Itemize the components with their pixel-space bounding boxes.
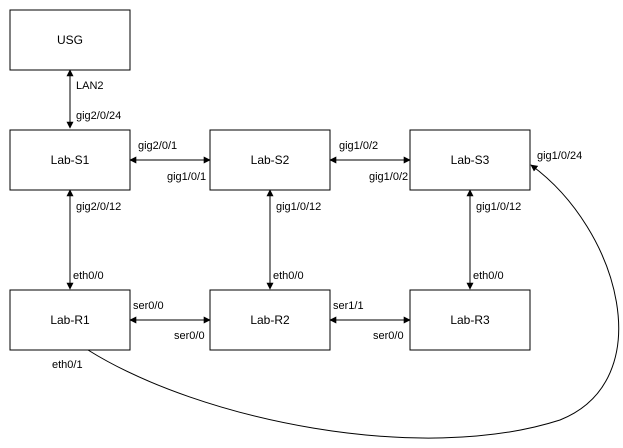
port-label-r1-eth0-0: eth0/0 <box>73 270 104 282</box>
node-lab-s1[interactable]: Lab-S1 <box>9 129 131 191</box>
node-label: Lab-R3 <box>450 313 490 327</box>
node-label: Lab-S2 <box>251 153 290 167</box>
port-label-s1-gig2-0-1: gig2/0/1 <box>138 140 177 152</box>
port-label-r3-eth0-0: eth0/0 <box>473 270 504 282</box>
port-label-r2-ser0-0: ser0/0 <box>174 330 205 342</box>
port-label-s1-gig2-0-24: gig2/0/24 <box>76 110 121 122</box>
port-label-s3-gig1-0-2: gig1/0/2 <box>369 171 408 183</box>
port-label-r2-eth0-0: eth0/0 <box>273 270 304 282</box>
port-label-r1-eth0-1: eth0/1 <box>52 359 83 371</box>
node-label: USG <box>57 33 83 47</box>
node-usg[interactable]: USG <box>9 9 131 71</box>
port-label-r3-ser0-0: ser0/0 <box>373 330 404 342</box>
node-lab-r3[interactable]: Lab-R3 <box>409 289 531 351</box>
port-label-s1-gig2-0-12: gig2/0/12 <box>76 201 121 213</box>
port-label-s2-gig1-0-2: gig1/0/2 <box>339 140 378 152</box>
node-lab-s3[interactable]: Lab-S3 <box>409 129 531 191</box>
node-label: Lab-S3 <box>451 153 490 167</box>
node-label: Lab-R1 <box>50 313 90 327</box>
node-lab-r1[interactable]: Lab-R1 <box>9 289 131 351</box>
port-label-r1-ser0-0: ser0/0 <box>133 300 164 312</box>
port-label-s2-gig1-0-12: gig1/0/12 <box>276 201 321 213</box>
node-lab-s2[interactable]: Lab-S2 <box>209 129 331 191</box>
node-label: Lab-R2 <box>250 313 290 327</box>
port-label-r2-ser1-1: ser1/1 <box>333 300 364 312</box>
node-lab-r2[interactable]: Lab-R2 <box>209 289 331 351</box>
port-label-usg-lan2: LAN2 <box>76 80 104 92</box>
port-label-s3-gig1-0-12: gig1/0/12 <box>476 201 521 213</box>
node-label: Lab-S1 <box>51 153 90 167</box>
port-label-s2-gig1-0-1: gig1/0/1 <box>167 171 206 183</box>
link-lab-r1-lab-s3 <box>87 164 620 439</box>
port-label-s3-gig1-0-24: gig1/0/24 <box>537 150 582 162</box>
